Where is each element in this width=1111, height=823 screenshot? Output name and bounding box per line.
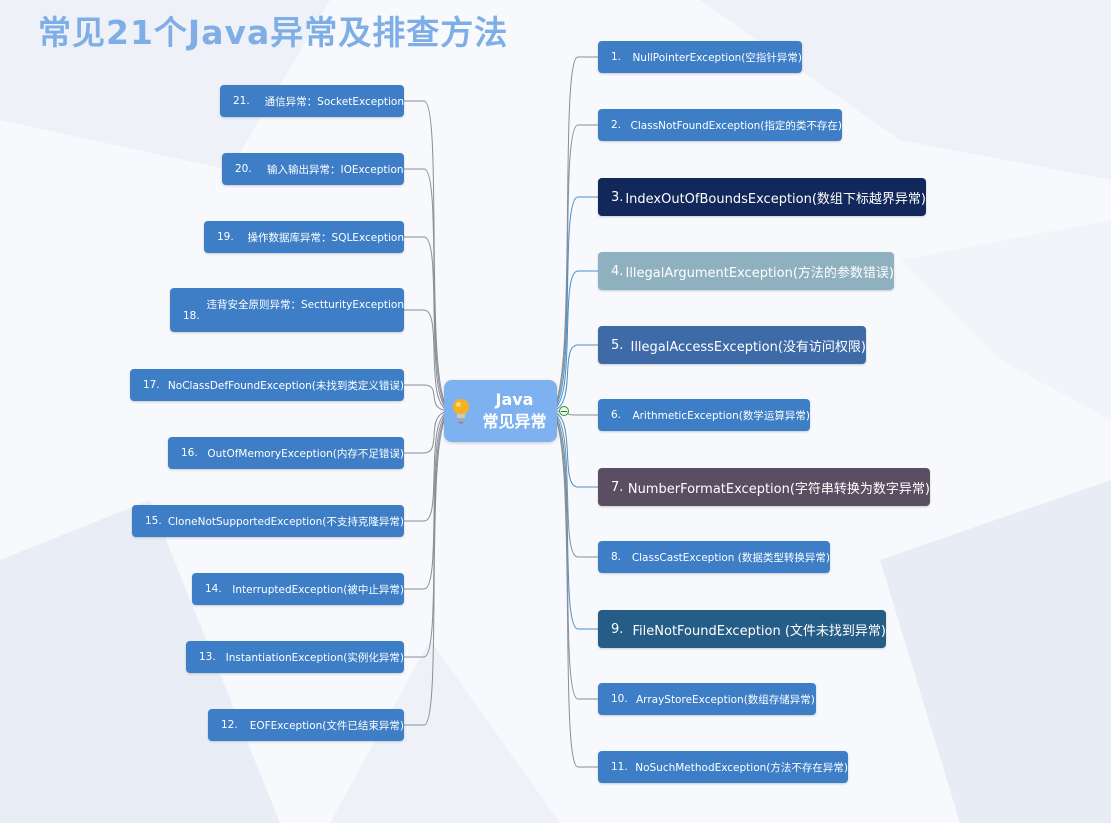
topic-number: 18. <box>183 310 200 322</box>
connector-line-3 <box>548 196 598 412</box>
topic-number: 2. <box>611 119 622 131</box>
topic-number: 14. <box>205 583 222 595</box>
topic-number: 12. <box>221 719 238 731</box>
topic-label: NumberFormatException(字符串转换为数字异常) <box>627 481 930 497</box>
topic-node-21[interactable]: 21. 通信异常：SocketException <box>220 85 404 117</box>
topic-node-3[interactable]: 3. IndexOutOfBoundsException(数组下标越界异常) <box>598 178 926 216</box>
topic-node-1[interactable]: 1. NullPointerException(空指针异常) <box>598 41 802 73</box>
topic-number: 13. <box>199 651 216 663</box>
topic-node-10[interactable]: 10. ArrayStoreException(数组存储异常) <box>598 683 816 715</box>
topic-number: 16. <box>181 447 198 459</box>
connector-line-17 <box>404 410 453 454</box>
topic-label: 操作数据库异常：SQLException <box>247 231 404 244</box>
topic-node-18[interactable]: 18. 违背安全原则异常：SectturityException <box>170 288 404 332</box>
topic-label: InterruptedException(被中止异常) <box>232 583 404 596</box>
topic-label: EOFException(文件已结束异常) <box>249 719 404 732</box>
topic-number: 1. <box>611 51 622 63</box>
central-topic-line1: Java <box>495 390 534 409</box>
topic-node-7[interactable]: 7. NumberFormatException(字符串转换为数字异常) <box>598 468 930 506</box>
topic-number: 8. <box>611 551 622 563</box>
topic-number: 17. <box>143 379 160 391</box>
topic-number: 4. <box>611 263 624 279</box>
topic-number: 11. <box>611 761 628 773</box>
topic-node-4[interactable]: 4. IllegalArgumentException(方法的参数错误) <box>598 252 894 290</box>
topic-node-13[interactable]: 13. InstantiationException(实例化异常) <box>186 641 404 673</box>
connector-line-20 <box>404 410 453 658</box>
topic-number: 21. <box>233 95 250 107</box>
connector-line-12 <box>404 100 453 412</box>
topic-label: IllegalAccessException(没有访问权限) <box>630 339 866 355</box>
topic-node-12[interactable]: 12. EOFException(文件已结束异常) <box>208 709 404 741</box>
connector-line-7 <box>548 410 598 488</box>
topic-number: 3. <box>611 189 624 205</box>
connector-line-19 <box>404 410 453 590</box>
central-topic-line2: 常见异常 <box>482 412 547 431</box>
connector-line-16 <box>404 384 453 412</box>
topic-label: 输入输出异常：IOException <box>267 163 404 176</box>
topic-node-6[interactable]: 6. ArithmeticException(数学运算异常) <box>598 399 810 431</box>
collapse-toggle-icon[interactable] <box>559 406 569 416</box>
connector-line-10 <box>548 410 598 700</box>
topic-number: 20. <box>235 163 252 175</box>
topic-number: 7. <box>611 479 624 495</box>
central-topic[interactable]: Java 常见异常 <box>444 380 557 442</box>
topic-number: 10. <box>611 693 628 705</box>
topic-label: IndexOutOfBoundsException(数组下标越界异常) <box>625 191 926 207</box>
topic-number: 19. <box>217 231 234 243</box>
topic-node-5[interactable]: 5. IllegalAccessException(没有访问权限) <box>598 326 866 364</box>
topic-node-17[interactable]: 17. NoClassDefFoundException(未找到类定义错误) <box>130 369 404 401</box>
topic-node-9[interactable]: 9. FileNotFoundException (文件未找到异常) <box>598 610 886 648</box>
topic-number: 6. <box>611 409 622 421</box>
topic-label: ArithmeticException(数学运算异常) <box>632 409 810 422</box>
topic-label: ArrayStoreException(数组存储异常) <box>636 693 815 706</box>
page-title: 常见21个Java异常及排查方法 <box>38 13 509 52</box>
connector-line-4 <box>548 270 598 412</box>
topic-label: 违背安全原则异常：SectturityException <box>206 299 404 311</box>
topic-label: 通信异常：SocketException <box>264 95 404 108</box>
topic-node-19[interactable]: 19. 操作数据库异常：SQLException <box>204 221 404 253</box>
topic-label: IllegalArgumentException(方法的参数错误) <box>625 265 894 281</box>
topic-label: InstantiationException(实例化异常) <box>225 651 404 664</box>
topic-node-8[interactable]: 8. ClassCastException (数据类型转换异常) <box>598 541 830 573</box>
topic-node-2[interactable]: 2. ClassNotFoundException(指定的类不存在) <box>598 109 842 141</box>
topic-label: ClassNotFoundException(指定的类不存在) <box>630 119 842 132</box>
topic-node-20[interactable]: 20. 输入输出异常：IOException <box>222 153 404 185</box>
connector-line-5 <box>548 344 598 412</box>
topic-label: NullPointerException(空指针异常) <box>632 51 802 64</box>
connector-line-14 <box>404 236 453 412</box>
topic-number: 15. <box>145 515 162 527</box>
topic-label: NoSuchMethodException(方法不存在异常) <box>635 761 848 774</box>
topic-label: FileNotFoundException (文件未找到异常) <box>632 623 886 639</box>
connector-line-21 <box>404 410 453 726</box>
connector-line-18 <box>404 410 453 522</box>
topic-node-14[interactable]: 14. InterruptedException(被中止异常) <box>192 573 404 605</box>
connector-line-15 <box>404 309 453 412</box>
connector-line-11 <box>548 410 598 768</box>
connector-line-2 <box>548 124 598 412</box>
connector-line-13 <box>404 168 453 412</box>
lightbulb-icon <box>453 399 469 424</box>
topic-node-11[interactable]: 11. NoSuchMethodException(方法不存在异常) <box>598 751 848 783</box>
topic-node-16[interactable]: 16. OutOfMemoryException(内存不足错误) <box>168 437 404 469</box>
topic-label: ClassCastException (数据类型转换异常) <box>631 551 830 564</box>
topic-number: 5. <box>611 337 624 353</box>
topic-number: 9. <box>611 621 624 637</box>
topic-node-15[interactable]: 15. CloneNotSupportedException(不支持克隆异常) <box>132 505 404 537</box>
connector-line-9 <box>548 410 598 630</box>
topic-label: OutOfMemoryException(内存不足错误) <box>207 447 404 460</box>
connector-line-8 <box>548 410 598 558</box>
topic-label: NoClassDefFoundException(未找到类定义错误) <box>167 379 404 392</box>
connector-line-1 <box>548 56 598 412</box>
topic-label: CloneNotSupportedException(不支持克隆异常) <box>167 515 404 528</box>
